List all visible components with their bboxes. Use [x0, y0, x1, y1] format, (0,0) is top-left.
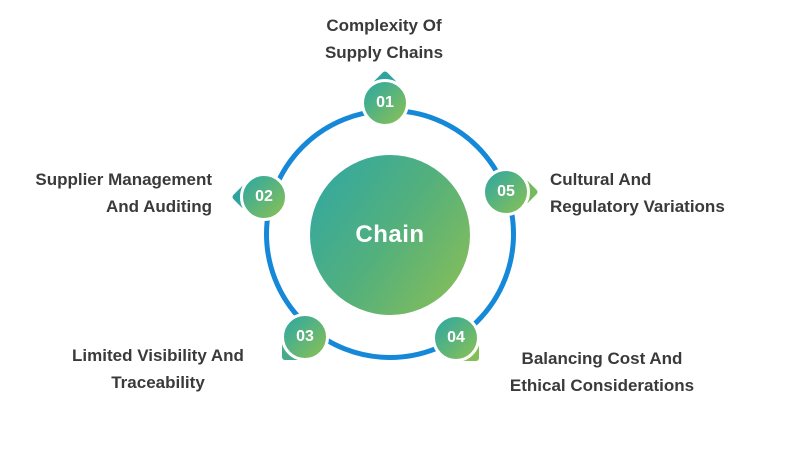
- badge-02-number: 02: [240, 173, 288, 221]
- badge-05: 05: [482, 168, 539, 216]
- label-line: Balancing Cost And: [521, 349, 683, 368]
- label-cultural-and-regulatory-variations: Cultural And Regulatory Variations: [550, 166, 780, 220]
- label-balancing-cost-and-ethical-considerations: Balancing Cost And Ethical Consideration…: [462, 345, 742, 399]
- label-limited-visibility-and-traceability: Limited Visibility And Traceability: [28, 342, 288, 396]
- label-line: Limited Visibility And: [72, 346, 244, 365]
- label-line: Regulatory Variations: [550, 197, 725, 216]
- badge-03: 03: [281, 313, 329, 361]
- label-line: Supply Chains: [324, 43, 444, 62]
- label-line: Complexity Of: [326, 16, 442, 35]
- label-supplier-management-and-auditing: Supplier Management And Auditing: [0, 166, 212, 220]
- badge-03-number: 03: [281, 313, 329, 361]
- label-line: Supplier Management: [35, 170, 212, 189]
- badge-02: 02: [231, 173, 288, 221]
- center-circle: Chain: [310, 155, 470, 315]
- badge-05-number: 05: [482, 168, 530, 216]
- label-line: And Auditing: [105, 197, 212, 216]
- label-line: Cultural And: [550, 170, 652, 189]
- label-line: Ethical Considerations: [509, 376, 695, 395]
- badge-01: 01: [361, 70, 409, 127]
- badge-04: 04: [432, 314, 480, 362]
- badge-01-number: 01: [361, 79, 409, 127]
- label-line: Traceability: [111, 373, 205, 392]
- badge-04-number: 04: [432, 314, 480, 362]
- label-complexity-of-supply-chains: Complexity Of Supply Chains: [254, 12, 514, 66]
- center-label: Chain: [355, 221, 425, 248]
